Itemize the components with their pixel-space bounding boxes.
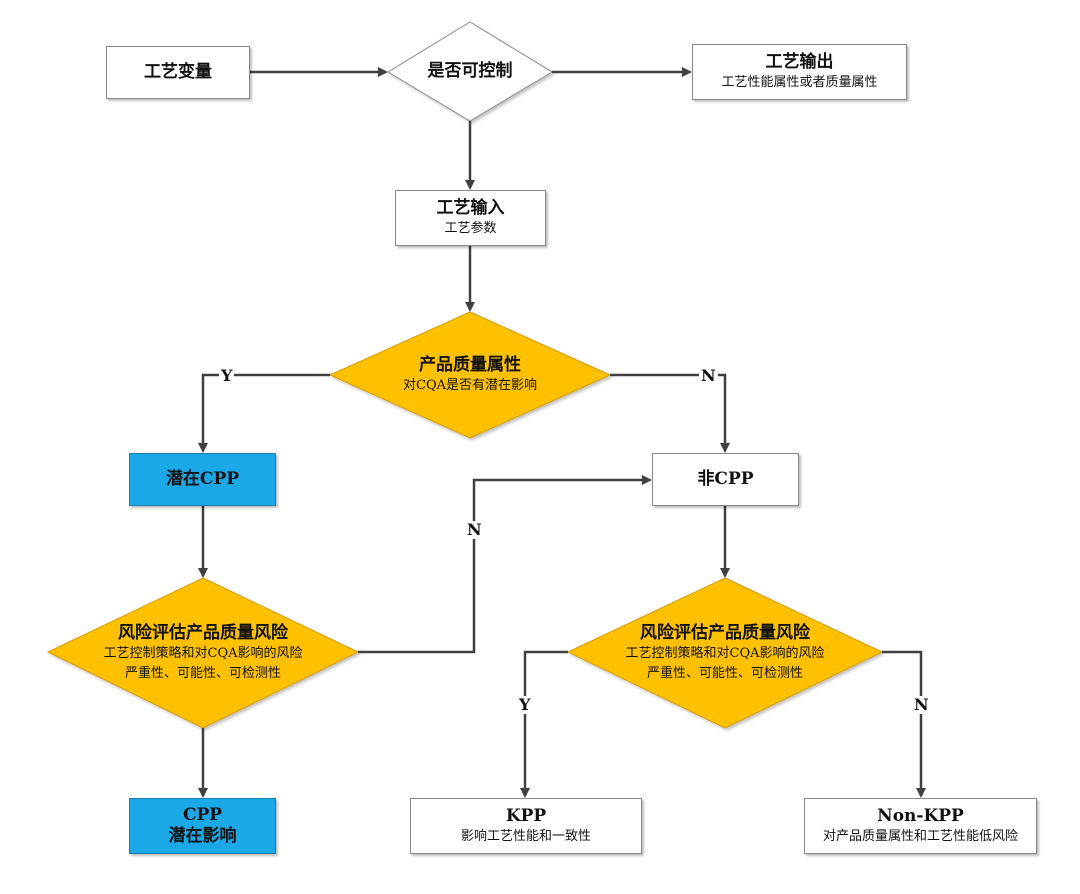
non-kpp-box: Non-KPP 对产品质量属性和工艺性能低风险	[804, 798, 1037, 854]
process-variable-title: 工艺变量	[144, 61, 212, 82]
non-cpp-box: 非CPP	[652, 453, 799, 506]
edge-quality-yes	[198, 373, 330, 453]
kpp-box: KPP 影响工艺性能和一致性	[410, 798, 642, 854]
edge-risk-right-yes	[520, 650, 568, 798]
edge-risk-left-no	[358, 475, 652, 654]
kpp-subtitle: 影响工艺性能和一致性	[460, 828, 591, 844]
edge-label-risk-left-no: N	[465, 520, 484, 539]
process-input-subtitle: 工艺参数	[444, 220, 497, 236]
process-variable-box: 工艺变量	[106, 46, 250, 99]
product-quality-diamond	[328, 311, 612, 439]
controllable-diamond	[387, 21, 553, 122]
edge-quality-no	[610, 373, 730, 453]
cpp-box: CPP 潜在影响	[129, 798, 276, 854]
non-kpp-subtitle: 对产品质量属性和工艺性能低风险	[822, 828, 1018, 844]
cpp-subtitle: 潜在影响	[168, 826, 237, 846]
edge-risk-right-no	[882, 650, 926, 798]
process-output-subtitle: 工艺性能属性或者质量属性	[721, 74, 878, 90]
kpp-title: KPP	[505, 805, 547, 826]
edge-label-risk-right-yes: Y	[517, 695, 533, 714]
cpp-title: CPP	[182, 804, 223, 825]
potential-cpp-box: 潜在CPP	[129, 453, 276, 506]
edge-label-risk-right-no: N	[912, 695, 931, 714]
process-output-title: 工艺输出	[765, 51, 834, 72]
process-input-box: 工艺输入 工艺参数	[395, 190, 546, 246]
risk-right-diamond	[566, 577, 884, 729]
edge-label-quality-no: N	[699, 366, 718, 385]
process-output-box: 工艺输出 工艺性能属性或者质量属性	[692, 44, 907, 100]
risk-left-diamond	[46, 577, 360, 729]
non-cpp-title: 非CPP	[697, 468, 754, 489]
non-kpp-title: Non-KPP	[877, 805, 964, 826]
edge-label-quality-yes: Y	[219, 366, 235, 385]
process-input-title: 工艺输入	[436, 197, 505, 218]
potential-cpp-title: 潜在CPP	[165, 468, 240, 489]
